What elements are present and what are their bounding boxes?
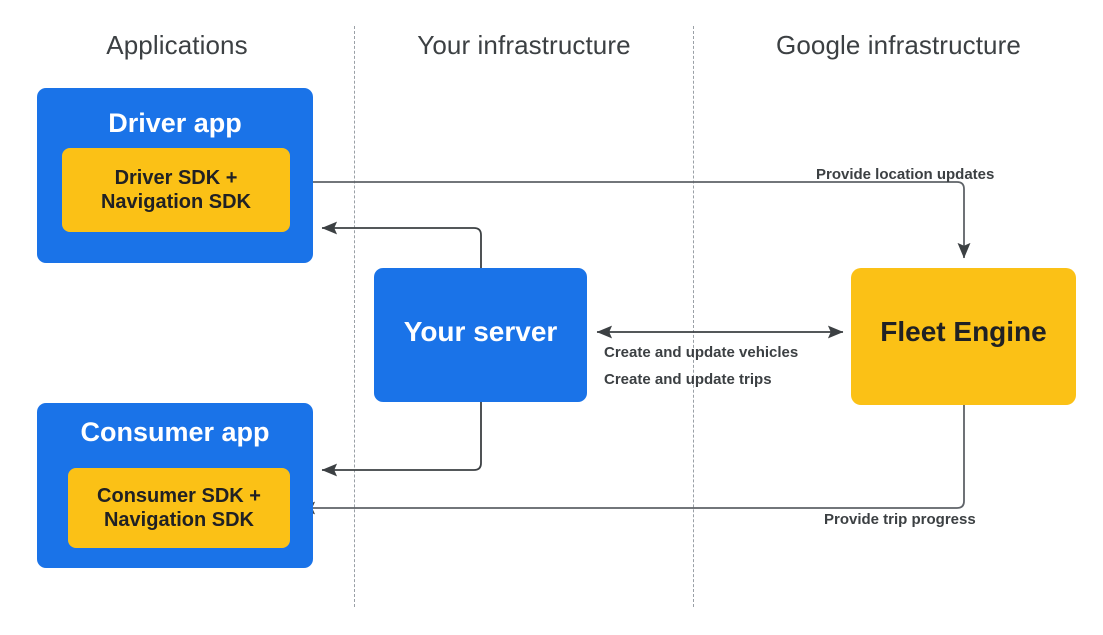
- node-consumer-app[interactable]: Consumer app Consumer SDK + Navigation S…: [37, 403, 313, 568]
- driver-sdk-line-2: Navigation SDK: [100, 191, 252, 213]
- node-your-server[interactable]: Your server: [374, 268, 587, 402]
- lane-header-your-infrastructure: Your infrastructure: [417, 30, 631, 60]
- edge-driver-sdk-to-fleet-engine: [291, 181, 971, 259]
- edge-fleet-engine-to-consumer-sdk: [299, 405, 965, 515]
- driver-sdk-label: Driver SDK + Navigation SDK: [62, 148, 290, 232]
- lane-header-google-infrastructure: Google infrastructure: [776, 30, 1021, 60]
- edge-your-server-to-consumer-app: [321, 402, 482, 477]
- node-fleet-engine[interactable]: Fleet Engine: [851, 268, 1076, 405]
- driver-app-title: Driver app: [108, 108, 242, 138]
- lane-divider-applications-infrastructure: [354, 26, 355, 607]
- node-driver-sdk[interactable]: Driver SDK + Navigation SDK: [62, 148, 290, 232]
- edge-label-create-and-update-vehicles: Create and update vehicles: [604, 344, 799, 361]
- fleet-engine-title: Fleet Engine: [880, 316, 1047, 347]
- your-server-title: Your server: [403, 316, 558, 347]
- node-driver-app[interactable]: Driver app Driver SDK + Navigation SDK: [37, 88, 313, 263]
- lane-divider-infrastructure-google: [693, 26, 694, 607]
- edge-label-create-and-update-trips: Create and update trips: [604, 371, 772, 388]
- consumer-sdk-line-1: Consumer SDK +: [97, 484, 261, 507]
- consumer-sdk-line-2: Navigation SDK: [103, 509, 255, 531]
- node-consumer-sdk[interactable]: Consumer SDK + Navigation SDK: [68, 468, 290, 548]
- consumer-sdk-label: Consumer SDK + Navigation SDK: [68, 468, 290, 548]
- edge-your-server-to-driver-app: [321, 221, 482, 268]
- lane-header-applications: Applications: [106, 30, 248, 60]
- edge-label-provide-trip-progress: Provide trip progress: [824, 511, 976, 528]
- consumer-app-title: Consumer app: [80, 417, 270, 447]
- driver-sdk-line-1: Driver SDK +: [114, 166, 238, 189]
- edge-label-provide-location-updates: Provide location updates: [816, 166, 995, 183]
